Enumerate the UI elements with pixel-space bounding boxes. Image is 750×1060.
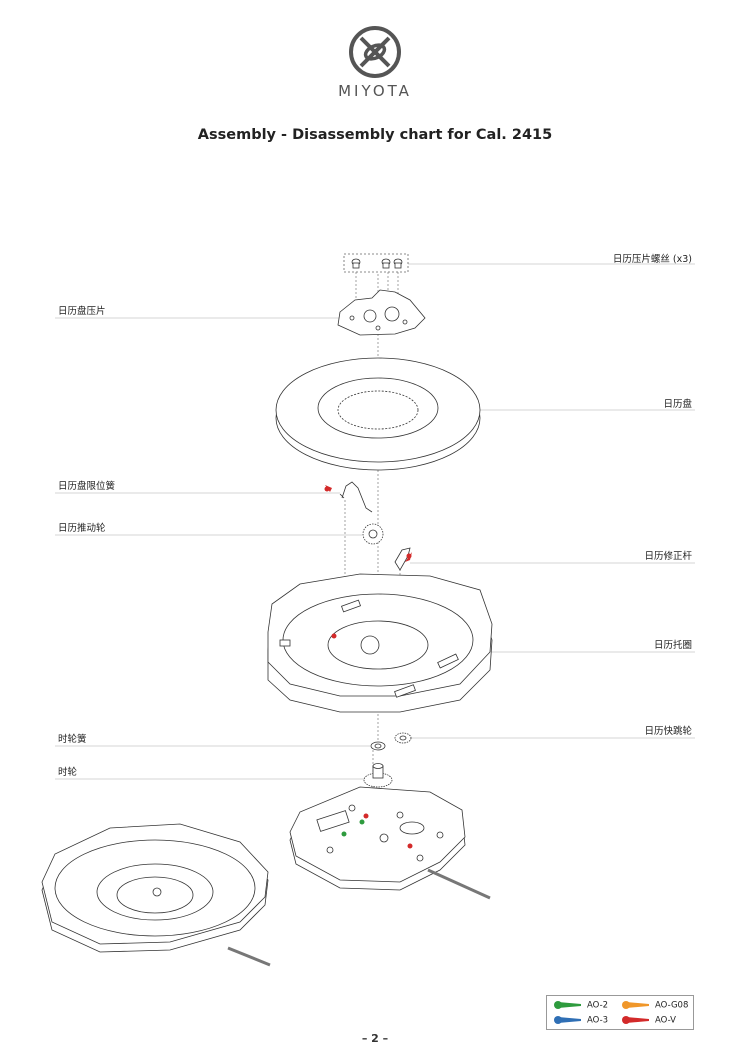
brand-name: MIYOTA (338, 82, 412, 100)
oiler-icon (622, 1016, 649, 1024)
label-calendar-plate-screws: 日历压片螺丝 (x3) (612, 254, 692, 265)
date-corrector-part (394, 547, 411, 571)
date-quick-wheel-part (394, 732, 412, 744)
hour-wheel-part (363, 763, 393, 788)
calendar-plate-part (337, 289, 426, 336)
label-date-jumper-spring: 日历盘限位簧 (58, 481, 116, 492)
calendar-plate-screws (343, 253, 409, 273)
oil-markers (324, 485, 413, 849)
page-number: – 2 – (361, 1032, 389, 1045)
assembled-view-part (41, 823, 271, 967)
oiler-icon (622, 1001, 649, 1009)
legend-label: AO-3 (587, 1015, 609, 1026)
label-date-corrector: 日历修正杆 (644, 551, 692, 562)
leader-lines (55, 263, 695, 780)
label-date-quick-wheel: 日历快跳轮 (644, 726, 692, 737)
label-calendar-plate: 日历盘压片 (58, 306, 106, 317)
brand-logo: MIYOTA (0, 24, 750, 100)
page-title: Assembly - Disassembly chart for Cal. 24… (197, 127, 553, 143)
hour-wheel-spring-part (370, 741, 386, 751)
oil-legend: AO-2 AO-G08 AO-3 AO-V (546, 995, 694, 1030)
legend-label: AO-V (655, 1015, 676, 1026)
oiler-icon (554, 1016, 581, 1024)
date-driving-wheel-part (362, 523, 384, 545)
dial-ring-part (267, 573, 493, 713)
date-dial-part (275, 357, 481, 471)
legend-item-ao-2: AO-2 (553, 1000, 608, 1011)
legend-label: AO-2 (587, 1000, 609, 1011)
legend-item-ao-v: AO-V (621, 1015, 676, 1026)
date-jumper-spring-part (339, 481, 373, 513)
oiler-icon (554, 1001, 581, 1009)
label-hour-wheel: 时轮 (58, 767, 78, 778)
label-date-dial: 日历盘 (663, 399, 692, 410)
movement-part (289, 786, 491, 900)
label-date-driving-wheel: 日历推动轮 (58, 523, 106, 534)
label-hour-wheel-spring: 时轮簧 (58, 734, 87, 745)
legend-item-ao-3: AO-3 (553, 1015, 608, 1026)
label-dial-ring: 日历托圈 (653, 640, 692, 651)
legend-item-ao-g08: AO-G08 (621, 1000, 688, 1011)
miyota-emblem-icon (349, 26, 401, 78)
legend-label: AO-G08 (655, 1000, 689, 1011)
